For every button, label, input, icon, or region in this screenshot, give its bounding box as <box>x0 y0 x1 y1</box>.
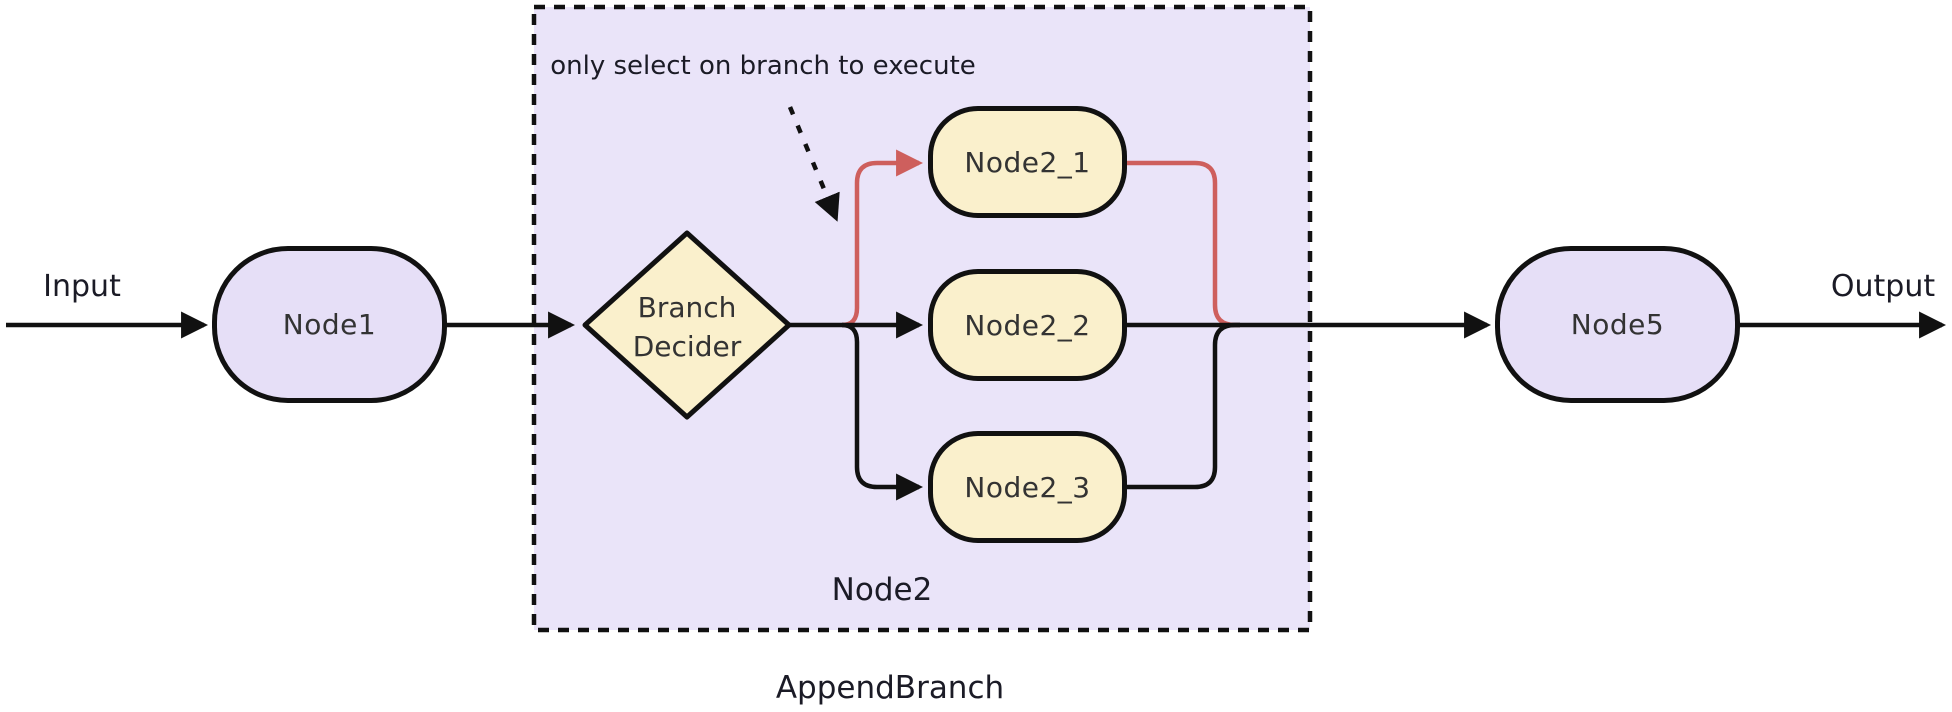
annotation-arrow-dashed <box>787 106 840 222</box>
caption-appendbranch: AppendBranch <box>775 670 1005 706</box>
node-node2-3-label: Node2_3 <box>964 470 1091 504</box>
subgraph-label-node2: Node2 <box>831 572 933 608</box>
decider-label: Branch Decider <box>632 291 742 363</box>
node-node2-2-label: Node2_2 <box>964 308 1091 342</box>
node-node5: Node5 <box>1495 246 1740 403</box>
output-label: Output <box>1830 269 1936 304</box>
node-node2-3: Node2_3 <box>928 431 1127 543</box>
node-node2-1: Node2_1 <box>928 106 1127 218</box>
decider-diamond <box>582 230 792 420</box>
edge-branch-to-node2-3 <box>841 322 924 501</box>
node-node1: Node1 <box>212 246 447 403</box>
node-node2-1-label: Node2_1 <box>964 145 1091 179</box>
input-label: Input <box>43 269 121 304</box>
node-node5-label: Node5 <box>1570 308 1665 341</box>
node-node1-label: Node1 <box>282 308 377 341</box>
annotation-label: only select on branch to execute <box>550 51 976 81</box>
node-node2-2: Node2_2 <box>928 269 1127 381</box>
